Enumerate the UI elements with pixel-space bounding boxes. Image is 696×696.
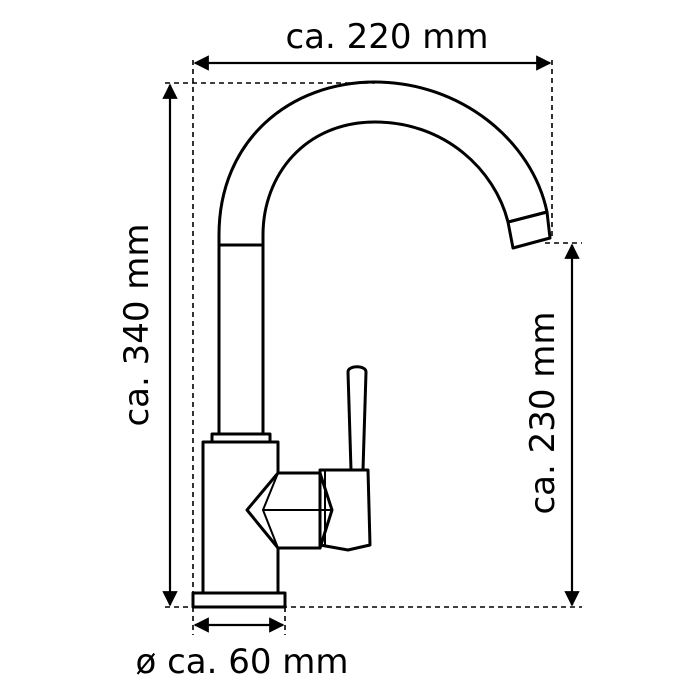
dimension-arrows — [162, 55, 580, 633]
cartridge-facet — [261, 472, 279, 549]
base-plate — [191, 591, 287, 609]
faucet-drawing — [191, 80, 552, 609]
width-label: ca. 220 mm — [285, 17, 488, 57]
spout-gooseneck — [217, 80, 549, 247]
lever-handle — [346, 365, 368, 472]
height-total-label: ca. 340 mm — [117, 223, 157, 426]
riser-tube — [217, 243, 265, 436]
spout-height-label: ca. 230 mm — [523, 311, 563, 514]
base-diameter-label: ø ca. 60 mm — [135, 642, 348, 682]
faucet-body — [201, 440, 322, 595]
spout-outlet — [506, 210, 552, 250]
extension-lines — [165, 60, 582, 635]
